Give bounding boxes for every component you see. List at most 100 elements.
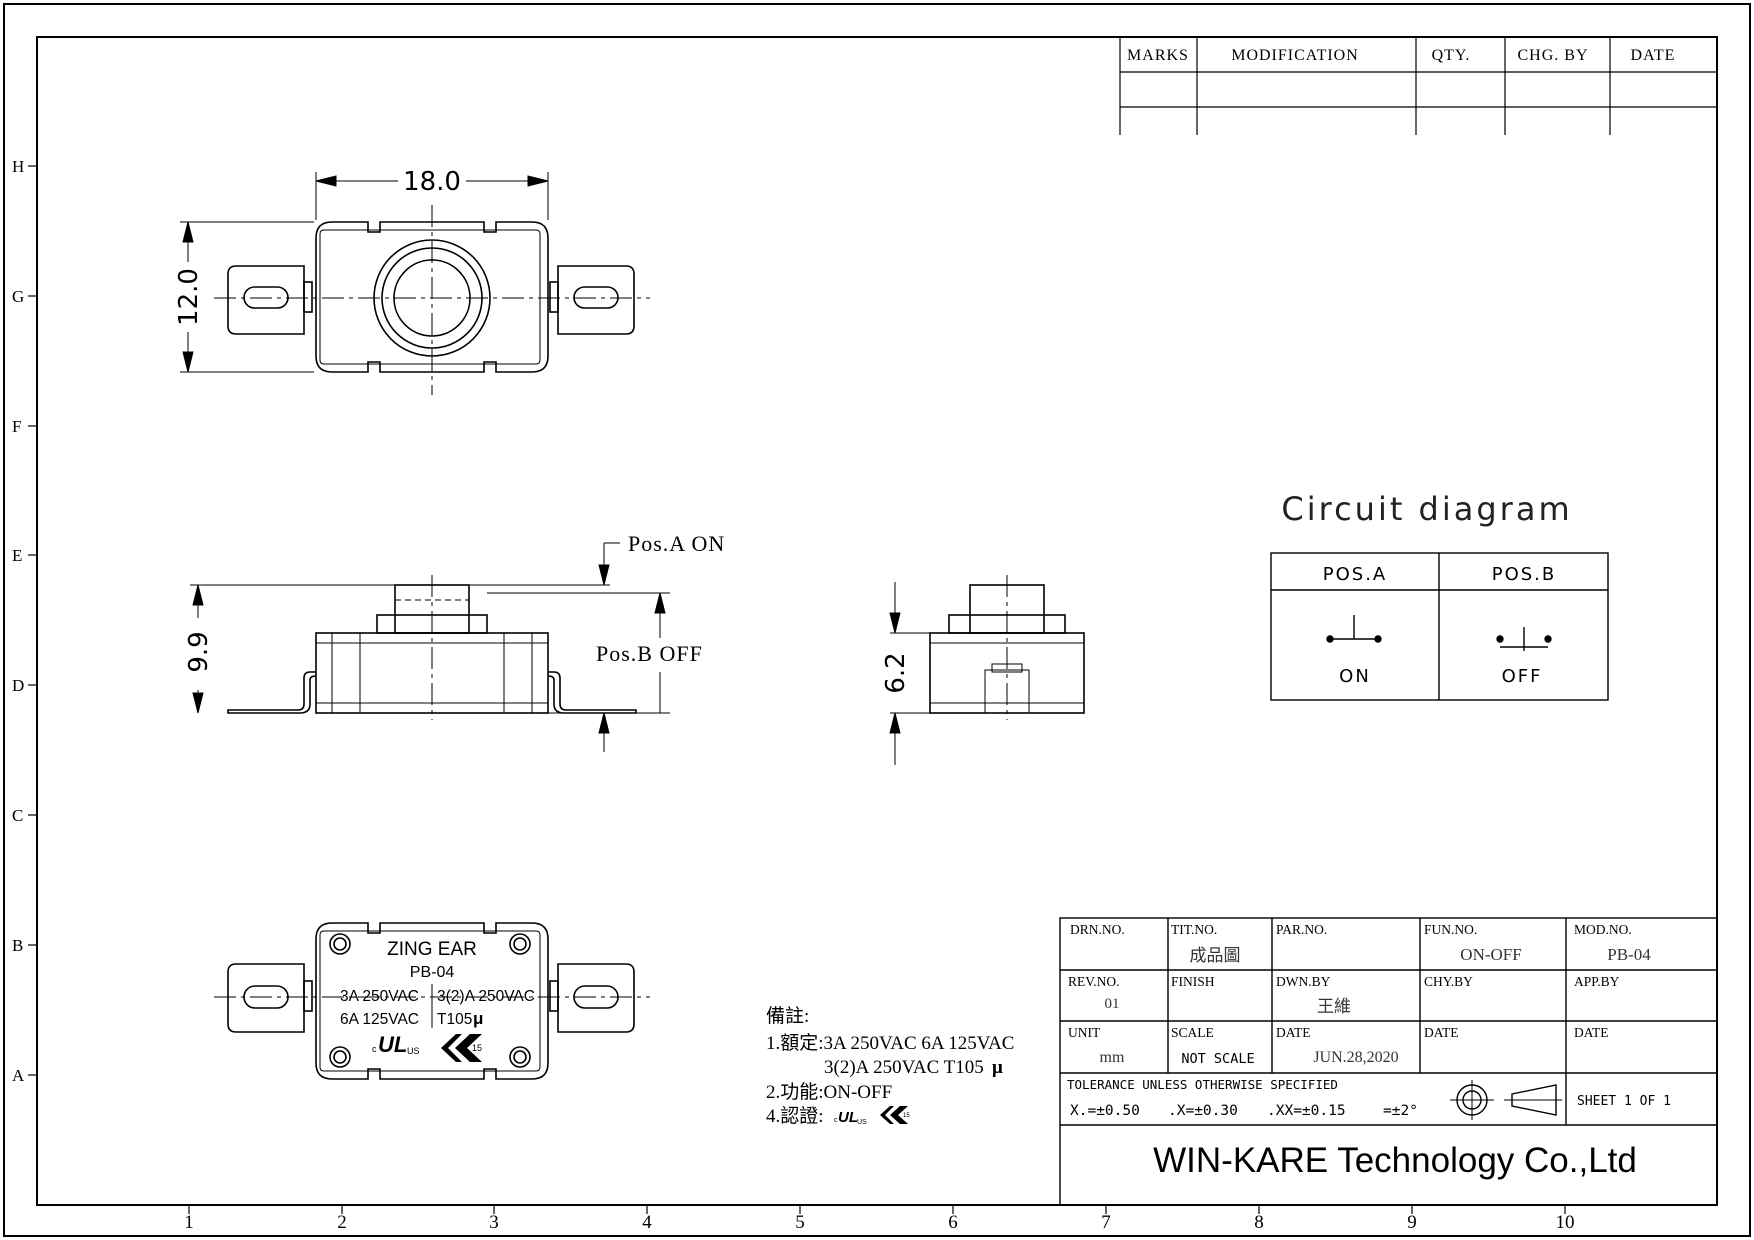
tb-scale-label: SCALE: [1171, 1025, 1214, 1040]
tb-tol-x: X.=±0.50: [1070, 1103, 1140, 1119]
notes-line-3: 2.功能:ON-OFF: [766, 1081, 892, 1103]
row-label-f: F: [12, 417, 21, 436]
tb-drn-no-label: DRN.NO.: [1070, 922, 1125, 937]
rev-header-chg-by: CHG. BY: [1517, 47, 1588, 64]
dim-18: [315, 172, 549, 220]
dim-9-9: [190, 584, 395, 714]
tb-date-label-3: DATE: [1574, 1025, 1609, 1040]
rev-header-qty: QTY.: [1432, 47, 1471, 64]
tb-tol-xx: .X=±0.30: [1168, 1103, 1238, 1119]
tb-unit-value: mm: [1100, 1049, 1125, 1066]
rev-header-marks: MARKS: [1127, 47, 1189, 64]
tb-fun-no-label: FUN.NO.: [1424, 922, 1477, 937]
notes: 備註: 1.額定:3A 250VAC 6A 125VAC 3(2)A 250VA…: [766, 1005, 1014, 1127]
row-label-e: E: [12, 546, 22, 565]
tb-mod-no-label: MOD.NO.: [1574, 922, 1632, 937]
col-label-10: 10: [1556, 1212, 1575, 1233]
col-label-9: 9: [1407, 1212, 1417, 1233]
dim-end-height-label: 6.2: [881, 652, 911, 693]
tb-date-value: JUN.28,2020: [1313, 1049, 1398, 1066]
label-rating-2-left: 6A 125VAC: [340, 1011, 419, 1028]
notes-ul-mark-icon: c UL US: [834, 1109, 867, 1126]
dim-height-label: 12.0: [174, 268, 204, 326]
tb-dwn-by-label: DWN.BY: [1276, 974, 1331, 989]
notes-heading: 備註:: [766, 1005, 809, 1027]
tb-sheet: SHEET 1 OF 1: [1577, 1094, 1671, 1109]
label-model: PB-04: [410, 964, 455, 981]
col-label-1: 1: [184, 1212, 194, 1233]
notes-mu-symbol: μ: [992, 1057, 1003, 1078]
tb-rev-no-value: 01: [1105, 996, 1120, 1012]
notes-line-4: 4.認證:: [766, 1105, 824, 1127]
tb-tit-no-label: TIT.NO.: [1171, 922, 1217, 937]
svg-text:UL: UL: [378, 1032, 407, 1057]
tb-par-no-label: PAR.NO.: [1276, 922, 1327, 937]
dim-6-2: [889, 582, 930, 765]
svg-text:US: US: [857, 1119, 867, 1126]
label-rating-1-right: 3(2)A 250VAC: [437, 988, 535, 1005]
tb-company-name: WIN-KARE Technology Co.,Ltd: [1153, 1141, 1637, 1180]
row-label-d: D: [12, 676, 24, 695]
col-label-3: 3: [489, 1212, 499, 1233]
top-view: [227, 221, 635, 373]
col-label-7: 7: [1101, 1212, 1111, 1233]
row-label-b: B: [12, 936, 23, 955]
tb-scale-value: NOT SCALE: [1181, 1051, 1254, 1067]
tb-tol-xxx: .XX=±0.15: [1267, 1103, 1346, 1119]
dim-side-height-label: 9.9: [184, 631, 214, 672]
notes-line-1: 1.額定:3A 250VAC 6A 125VAC: [766, 1032, 1014, 1054]
tb-rev-no-label: REV.NO.: [1068, 974, 1120, 989]
tb-fun-no-value: ON-OFF: [1460, 945, 1521, 964]
row-label-c: C: [12, 806, 23, 825]
col-label-2: 2: [337, 1212, 347, 1233]
circuit-col-a: POS.A: [1323, 564, 1387, 585]
tb-mod-no-value: PB-04: [1607, 945, 1651, 964]
col-label-4: 4: [642, 1212, 652, 1233]
switch-closed-symbol: [1326, 615, 1382, 643]
tb-finish-label: FINISH: [1171, 974, 1215, 989]
pos-a-label: Pos.A ON: [628, 531, 725, 556]
tb-app-by-label: APP.BY: [1574, 974, 1620, 989]
outer-border: [3, 3, 1751, 1237]
circuit-state-on: ON: [1339, 666, 1371, 687]
tb-dwn-by-value: 王維: [1317, 997, 1351, 1016]
top-view-centerlines: [214, 205, 650, 395]
circuit-table: [1270, 552, 1609, 701]
ul-mark-icon: c UL US: [372, 1032, 420, 1057]
row-label-g: G: [12, 287, 24, 306]
title-block: [1059, 917, 1718, 1206]
svg-text:US: US: [407, 1046, 420, 1056]
rev-header-date: DATE: [1631, 47, 1676, 64]
notes-cert-mark-icon: 15: [880, 1106, 910, 1124]
col-label-8: 8: [1254, 1212, 1264, 1233]
rev-header-modification: MODIFICATION: [1231, 47, 1359, 64]
tb-tit-no-value: 成品圖: [1190, 946, 1241, 965]
tb-chy-by-label: CHY.BY: [1424, 974, 1473, 989]
tb-tol-angle: =±2°: [1383, 1103, 1418, 1119]
notes-line-2: 3(2)A 250VAC T105: [824, 1057, 984, 1078]
label-mu-symbol: μ: [473, 1009, 483, 1028]
row-label-a: A: [12, 1066, 25, 1085]
svg-text:15: 15: [903, 1113, 910, 1119]
svg-text:15: 15: [472, 1043, 482, 1053]
label-brand: ZING EAR: [387, 939, 477, 960]
inner-border: [36, 36, 1718, 1206]
svg-text:c: c: [372, 1044, 377, 1054]
circuit-col-b: POS.B: [1492, 564, 1557, 585]
revision-table: [1119, 37, 1717, 135]
dim-width-label: 18.0: [403, 167, 461, 197]
label-rating-1-left: 3A 250VAC: [340, 988, 419, 1005]
label-rating-2-right: T105: [437, 1011, 472, 1028]
tb-unit-label: UNIT: [1068, 1025, 1101, 1040]
dim-12: [180, 221, 314, 373]
svg-text:UL: UL: [838, 1109, 858, 1126]
tb-date-label-1: DATE: [1276, 1025, 1311, 1040]
switch-open-symbol: [1496, 627, 1552, 651]
row-label-h: H: [12, 157, 24, 176]
cert-mark-icon: 15: [441, 1034, 482, 1062]
col-label-5: 5: [795, 1212, 805, 1233]
svg-text:c: c: [834, 1117, 838, 1124]
circuit-title: Circuit diagram: [1281, 490, 1572, 528]
circuit-state-off: OFF: [1502, 666, 1543, 687]
